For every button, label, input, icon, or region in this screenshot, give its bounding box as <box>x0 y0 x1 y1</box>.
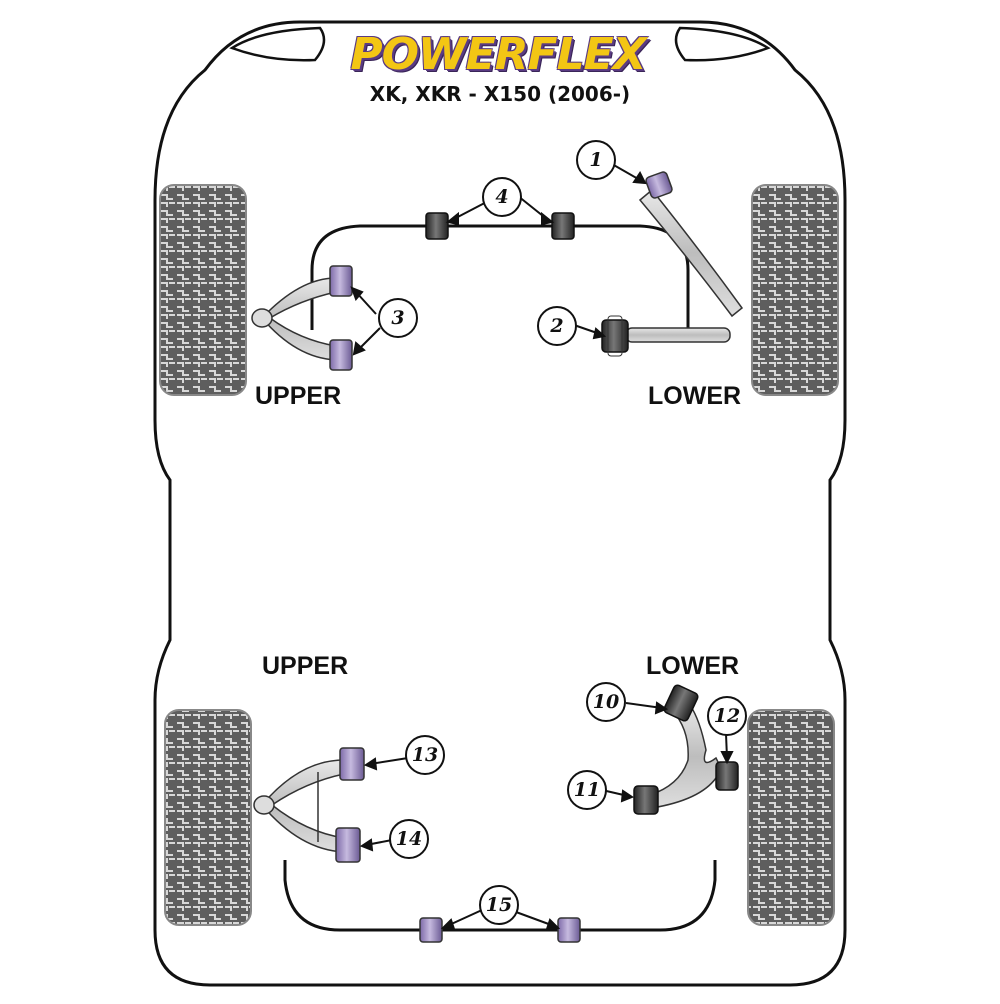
brand-logo: POWERFLEX <box>350 28 646 80</box>
callout-12: 12 <box>707 696 747 736</box>
callout-10: 10 <box>586 682 626 722</box>
bush-icon <box>645 171 673 199</box>
callout-1: 1 <box>576 140 616 180</box>
callout-2: 2 <box>537 306 577 346</box>
callout-4: 4 <box>482 177 522 217</box>
bush-icon <box>663 684 699 722</box>
rear-anti-roll-bar <box>283 860 717 932</box>
callout-11: 11 <box>567 770 607 810</box>
right-mirror <box>674 26 771 62</box>
bush-icon <box>339 747 365 781</box>
ball-joint <box>253 795 275 815</box>
bush-icon <box>601 319 629 353</box>
front-upper-wishbone <box>260 277 337 361</box>
callout-14: 14 <box>389 819 429 859</box>
bush-icon <box>633 785 659 815</box>
rear-lower-arm <box>649 704 723 809</box>
rear-lower-label: LOWER <box>646 652 740 680</box>
rear-upper-label: UPPER <box>262 652 349 680</box>
leader-arrows <box>350 163 734 931</box>
car-body-outline <box>153 20 847 987</box>
callout-13: 13 <box>405 735 445 775</box>
callout-3: 3 <box>378 298 418 338</box>
bush-icon <box>335 827 361 863</box>
tyre-icon <box>751 184 839 396</box>
ball-joint <box>251 308 273 328</box>
callout-15: 15 <box>479 885 519 925</box>
bush-icon <box>425 212 575 240</box>
front-anti-roll-bar <box>310 224 690 330</box>
tyre-icon <box>159 184 247 396</box>
bush-icon <box>557 917 581 943</box>
tyre-icon <box>747 709 835 926</box>
front-upper-label: UPPER <box>255 382 342 410</box>
bush-icon <box>329 339 353 371</box>
bush-icon <box>329 265 353 297</box>
bush-icon <box>419 917 443 943</box>
tyre-icon <box>164 709 252 926</box>
front-lower-arm <box>625 327 731 343</box>
model-subtitle: XK, XKR - X150 (2006-) <box>369 82 631 106</box>
front-lower-label: LOWER <box>648 382 742 410</box>
left-mirror <box>229 26 326 62</box>
front-strut-rod <box>638 188 744 318</box>
brand-logo-text: POWERFLEX <box>350 28 646 80</box>
bush-icon <box>715 761 739 791</box>
